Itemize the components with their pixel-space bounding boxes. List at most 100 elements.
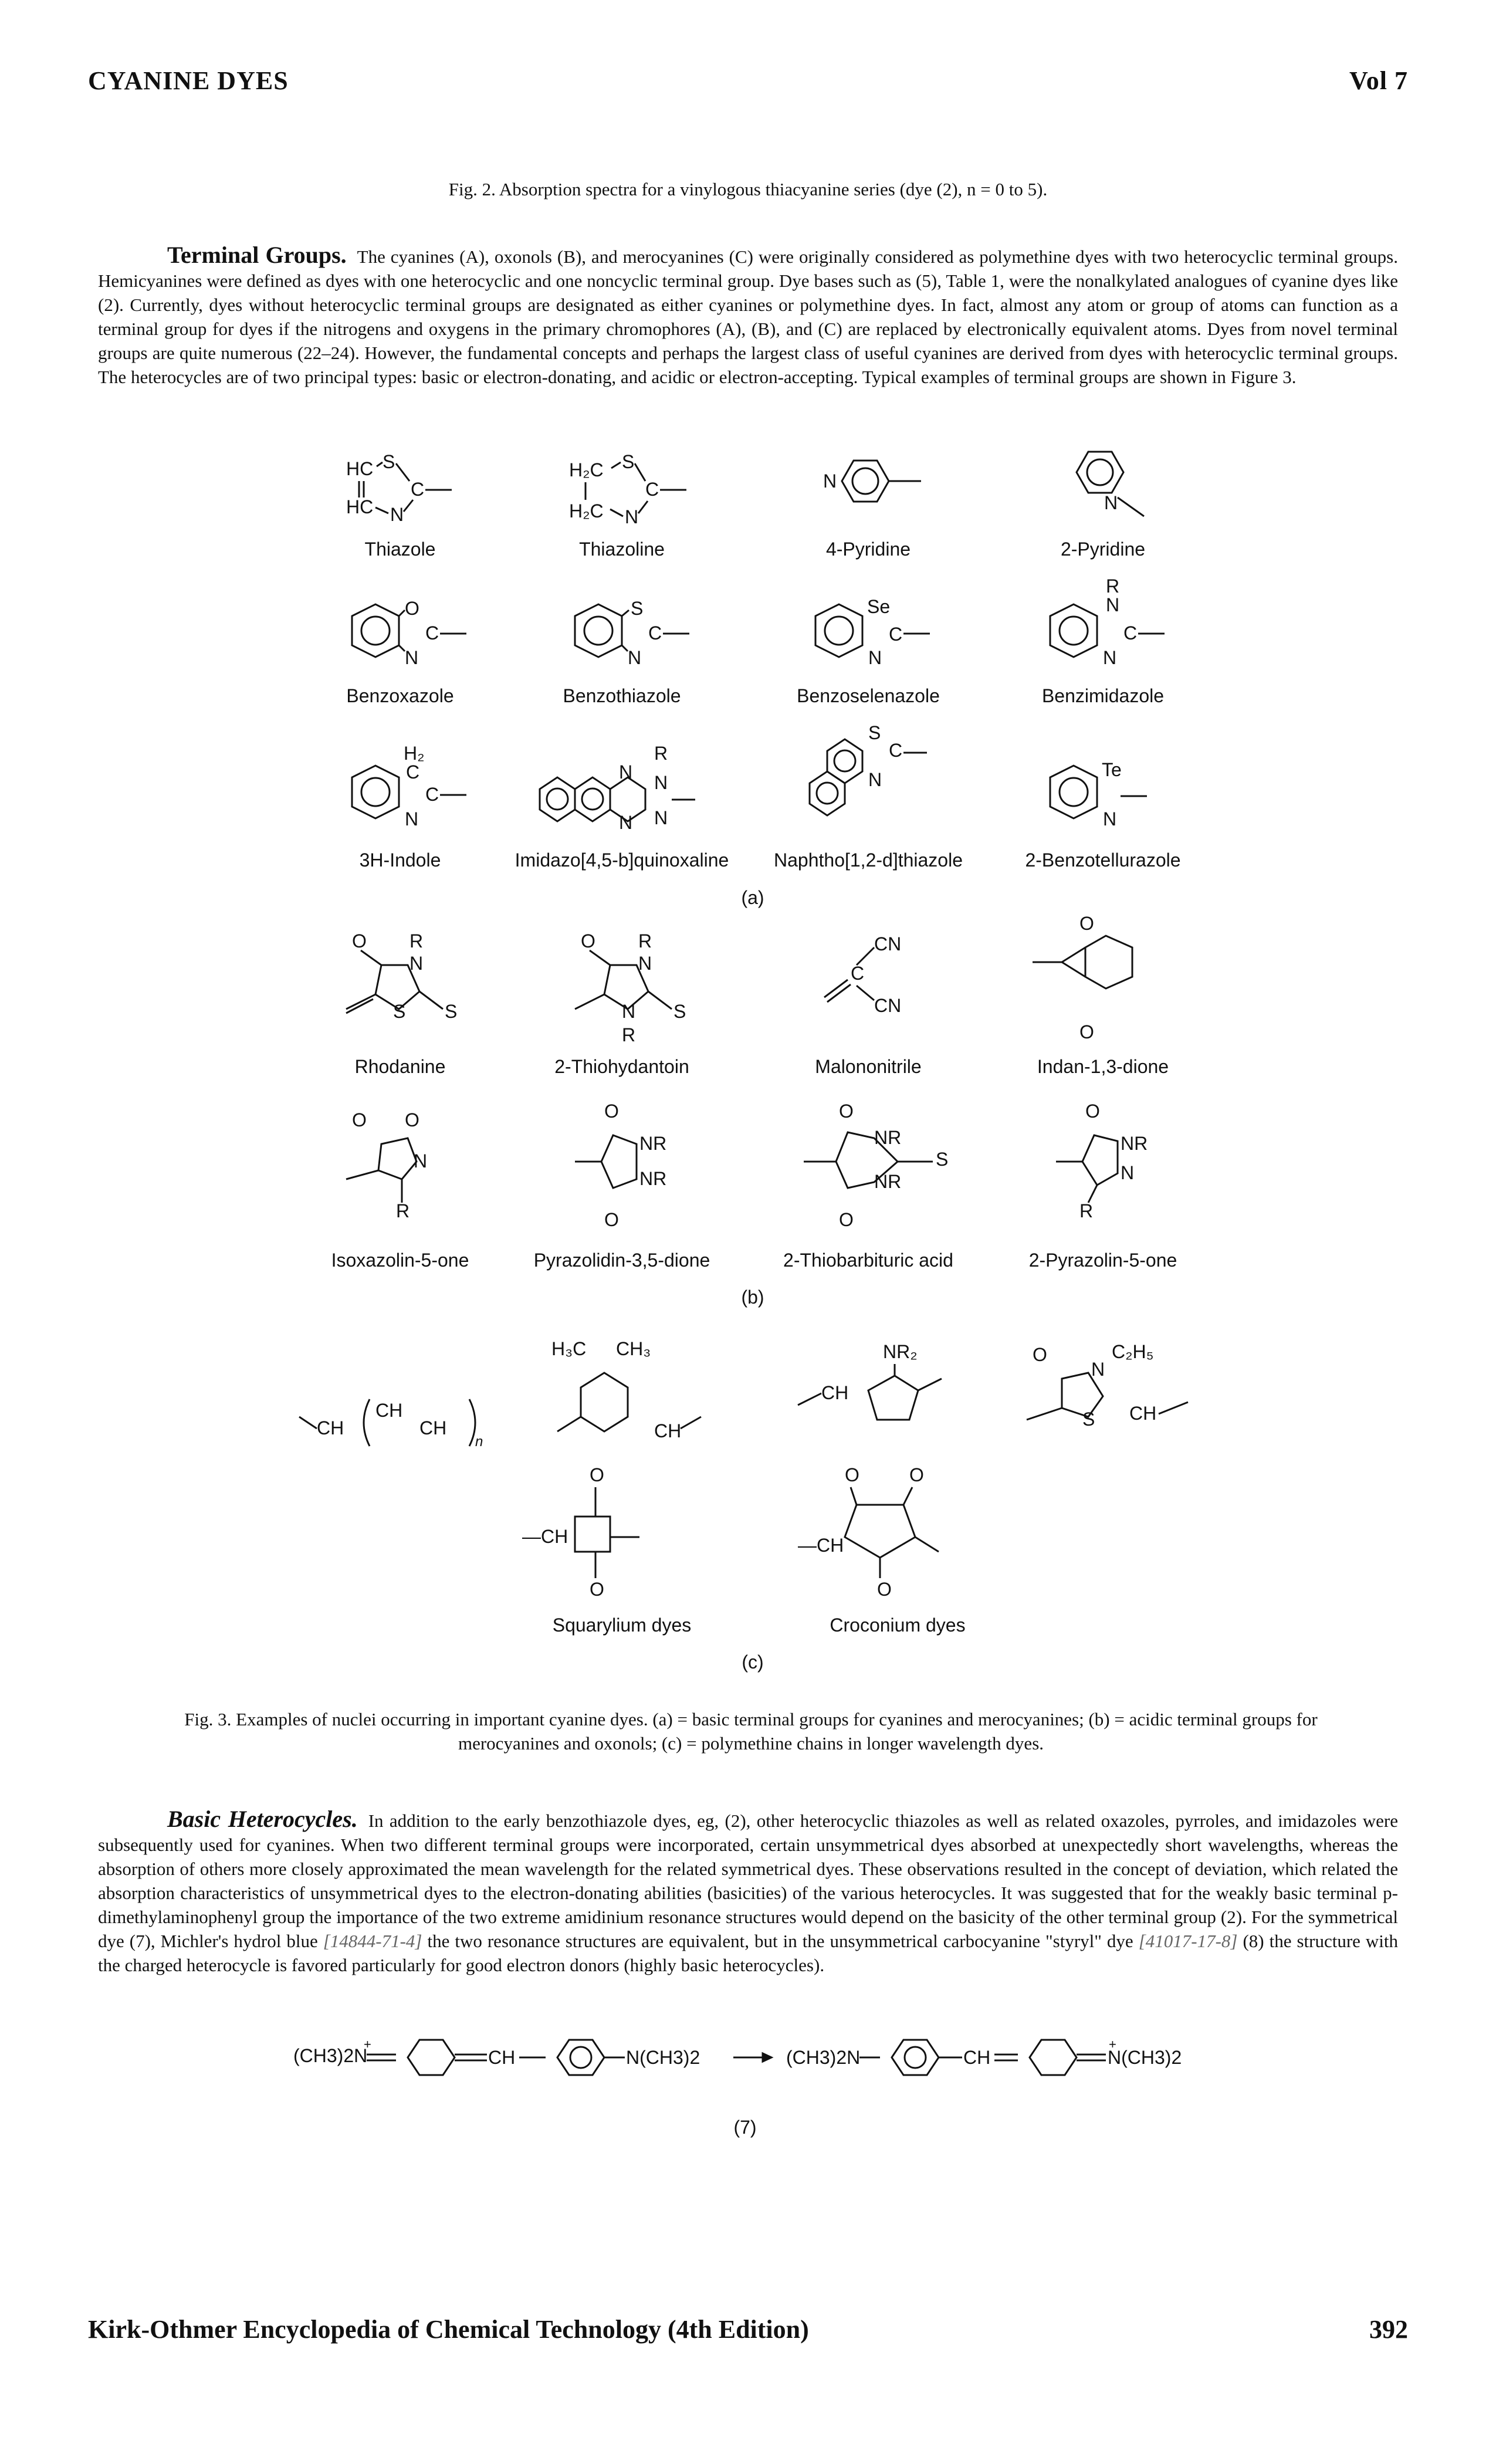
malononitrile-structure: CN CN C [824,933,901,1016]
svg-text:R: R [1106,576,1119,597]
paragraph-text: In addition to the early benzothiazole d… [98,1810,1398,1951]
label-naphthothiazole: Naphtho[1,2-d]thiazole [774,849,963,871]
svg-text:+: + [1109,2037,1116,2052]
svg-text:N: N [654,772,668,793]
scheme-7-label: (7) [733,2117,757,2138]
page-number: 392 [1369,2315,1408,2344]
paragraph-text: the two resonance structures are equival… [427,1931,1133,1951]
svg-text:H₂C: H₂C [569,500,604,522]
svg-text:S: S [631,598,643,619]
svg-text:O: O [604,1101,619,1122]
svg-text:S: S [673,1001,686,1022]
svg-text:R: R [1079,1200,1093,1221]
benzothiazole-structure: S NC [574,598,689,668]
svg-text:R: R [622,1024,635,1045]
svg-text:O: O [604,1209,619,1230]
svg-text:n: n [475,1434,483,1450]
section-heading-basic-heterocycles: Basic Heterocycles. [167,1806,358,1832]
svg-text:S: S [383,451,395,472]
svg-text:NR: NR [639,1168,666,1189]
svg-text:C: C [1123,622,1137,644]
svg-text:R: R [638,930,652,952]
svg-text:O: O [839,1209,854,1230]
svg-text:N: N [619,761,632,783]
svg-text:CN: CN [874,995,901,1016]
svg-text:O: O [1079,913,1094,934]
svg-text:O: O [581,930,595,952]
scheme-left-end: N(CH3)2 [626,2047,700,2068]
label-pyrazolinone: 2-Pyrazolin-5-one [1028,1250,1177,1271]
svg-text:N: N [405,808,418,830]
svg-text:N: N [628,647,641,668]
svg-text:C: C [889,624,902,645]
label-pyrazolidinedione: Pyrazolidin-3,5-dione [533,1250,710,1271]
scheme-left-mid: CH [488,2047,515,2068]
svg-text:C: C [851,963,864,984]
section-heading-terminal-groups: Terminal Groups. [167,242,347,268]
svg-text:N: N [1103,647,1116,668]
label-thiohydantoin: 2-Thiohydantoin [554,1056,689,1077]
svg-text:C: C [425,784,439,805]
svg-text:N: N [1104,492,1118,513]
label-3h-indole: 3H-Indole [359,849,441,871]
benzoxazole-structure: ONC [351,598,466,668]
svg-text:O: O [839,1101,854,1122]
label-rhodanine: Rhodanine [354,1056,446,1077]
svg-text:C: C [645,479,659,500]
2-pyridine-structure: N [1075,451,1145,517]
svg-text:N: N [1106,594,1119,615]
scheme-right-start: (CH3)2N [786,2047,860,2068]
panel-c-tag: (c) [742,1651,764,1673]
panel-b-tag: (b) [741,1287,764,1308]
label-croconium-dyes: Croconium dyes [830,1615,966,1636]
svg-text:O: O [352,930,367,952]
svg-text:CN: CN [874,933,901,955]
svg-text:O: O [845,1464,859,1485]
paragraph-basic-heterocycles: Basic Heterocycles.In addition to the ea… [98,1807,1398,1977]
cas-registry-link[interactable]: [14844-71-4] [323,1931,422,1951]
svg-text:H₂: H₂ [404,743,425,764]
svg-text:N: N [638,953,652,974]
cas-registry-link[interactable]: [41017-17-8] [1138,1931,1238,1951]
benzotellurazole-structure: TeN [1049,759,1147,830]
label-indandione: Indan-1,3-dione [1037,1056,1169,1077]
scheme-right-mid: CH [963,2047,990,2068]
svg-text:O: O [909,1464,924,1485]
running-header-title: CYANINE DYES [88,66,289,95]
svg-text:CH: CH [375,1400,402,1421]
label-thiazoline: Thiazoline [579,539,665,560]
panel-a-tag: (a) [741,887,764,908]
svg-text:N: N [405,647,418,668]
label-2-pyridine: 2-Pyridine [1060,539,1146,560]
svg-text:CH: CH [419,1417,446,1439]
svg-text:+: + [364,2037,371,2052]
svg-text:N: N [1103,808,1116,830]
svg-text:C: C [406,761,419,783]
svg-text:C: C [648,622,662,644]
svg-text:N: N [1091,1359,1105,1380]
label-benzoselenazole: Benzoselenazole [797,685,940,706]
svg-text:C: C [425,622,439,644]
svg-text:CH: CH [654,1420,681,1441]
svg-text:CH: CH [821,1382,848,1403]
svg-text:C: C [889,740,902,761]
svg-text:N: N [654,807,668,828]
svg-text:NR: NR [1121,1133,1148,1154]
svg-text:Se: Se [867,596,890,617]
label-benzotellurazole: 2-Benzotellurazole [1025,849,1181,871]
footer-publication-title: Kirk-Othmer Encyclopedia of Chemical Tec… [88,2315,809,2344]
svg-text:R: R [409,930,423,952]
svg-text:O: O [877,1579,892,1600]
indandione-structure: OO [1033,913,1133,1043]
svg-text:CH: CH [1129,1403,1156,1424]
naphthothiazole-structure: SCN [808,722,927,817]
